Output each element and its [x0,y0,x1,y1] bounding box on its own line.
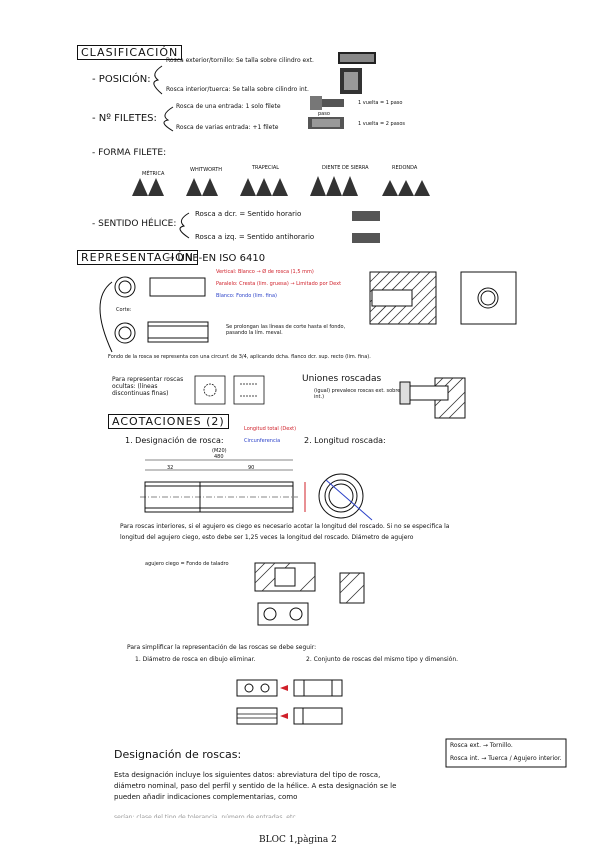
acot-simp1: 1. Diámetro de rosca en dibujo eliminar. [135,656,256,663]
representacion-norm: → UNE-EN ISO 6410 [166,253,266,264]
thread-forms [132,176,430,196]
designation-box-line1: Rosca ext. → Tornillo. [450,742,513,749]
dim-left: 32 [167,465,174,471]
designacion-header: Designación de roscas: [114,748,242,761]
page-footer: BLOC 1,pàgina 2 [259,835,337,845]
screw-1-icon [310,96,344,110]
rep-brace [99,281,113,353]
designation-box-line2: Rosca int. → Tuerca / Agujero interior. [450,755,562,762]
forma-type-3: DIENTE DE SIERRA [322,165,369,171]
filetes-2-text: Rosca de varias entrada: +1 filete [176,124,279,131]
thread-int-icon [340,68,362,94]
posicion-ext-text: Rosca exterior/tornillo: Se talla sobre … [166,57,314,64]
filetes-brace [163,106,174,132]
rep-uniones-text: Uniones roscadas [302,374,382,384]
sentido-brace [179,212,190,239]
acot-para-roscas: Para roscas interiores, si el agujero es… [120,523,450,541]
designacion-cut-line: serían: clase del tipo de tolerancia, nú… [114,814,298,818]
sentido-label: - SENTIDO HÉLICE: [92,219,177,229]
dim-total: 480 [214,454,224,460]
posicion-label: - POSICIÓN: [92,74,151,85]
acot-item1-sub: (M20) [212,448,227,454]
filetes-1-text: Rosca de una entrada: 1 solo filete [176,103,281,110]
acot-simplificar: Para simplificar la representación de la… [127,644,317,651]
clasificacion-header: CLASIFICACIÓN [77,45,183,60]
rep-corte-label: Corte: [116,307,132,313]
blind-hole-side [339,572,365,604]
screw-2-icon [308,117,344,129]
forma-label: - FORMA FILETE: [92,148,167,158]
acotaciones-header: ACOTACIONES (2) [108,414,229,429]
posicion-int-text: Rosca interior/tuerca: Se talla sobre ci… [166,86,309,93]
rep-paralelo-text: Paralelo: Cresta (lim. gruesa) → Limitad… [216,281,342,287]
designacion-body: Esta designación incluye los siguientes … [114,771,397,801]
union-drawing [399,377,466,419]
acot-item1: 1. Designación de rosca: [125,436,224,445]
forma-type-4: REDONDA [392,165,418,171]
blind-hole-drawing [254,562,316,626]
circle-block [460,271,517,325]
rep-circle-1 [114,276,136,298]
acot-circunferencia: Circunferencia [244,438,281,444]
hatch-block [369,271,437,325]
posicion-brace [153,65,163,95]
filetes-1-note: 1 vuelta = 1 paso [358,100,403,106]
rep-prolongan-text: Se prolongan las líneas de corte hasta e… [226,324,346,336]
acot-item2: 2. Longitud roscada: [304,436,386,445]
rep-uniones-sub: (igual) prevalece roscas ext. sobre int.… [314,388,401,400]
shaft-end-view [318,473,373,521]
forma-type-0: MÉTRICA [142,171,165,177]
filetes-label: - Nº FILETES: [92,113,157,124]
rep-fondo-text: Fondo de la rosca se representa con una … [108,354,371,360]
sentido-dcha-text: Rosca a dcr. = Sentido horario [195,210,302,218]
acot-simp2: 2. Conjunto de roscas del mismo tipo y d… [306,656,459,663]
dim-right: 90 [248,465,255,471]
rep-ocultas-text: Para representar roscas ocultas: (líneas… [112,376,184,397]
forma-type-1: WHITWORTH [190,167,223,173]
rep-blanco-text: Blanco: Fondo (lim. fina) [216,293,277,299]
acot-longitud-total: Longitud total (Dext) [244,426,297,432]
acot-agujero-ciego: agujero ciego = Fondo de taladro [145,561,229,567]
rep-vertical-text: Vertical: Blanco → Ø de rosca (1,5 mm) [216,269,314,275]
thread-ext-icon [338,52,376,64]
shaft-drawing [140,459,306,513]
rep-rect-red [149,277,206,297]
designation-box [445,738,567,768]
representacion-header: REPRESENTACIÓN [77,250,198,265]
filetes-2-note: 1 vuelta = 2 pasos [358,121,406,127]
sentido-izq-text: Rosca a izq. = Sentido antihorario [195,233,315,241]
paso-label: paso [318,111,330,117]
sentido-icons [352,211,380,243]
forma-type-2: TRAPECIAL [252,165,280,171]
simplify-drawings [236,679,343,725]
